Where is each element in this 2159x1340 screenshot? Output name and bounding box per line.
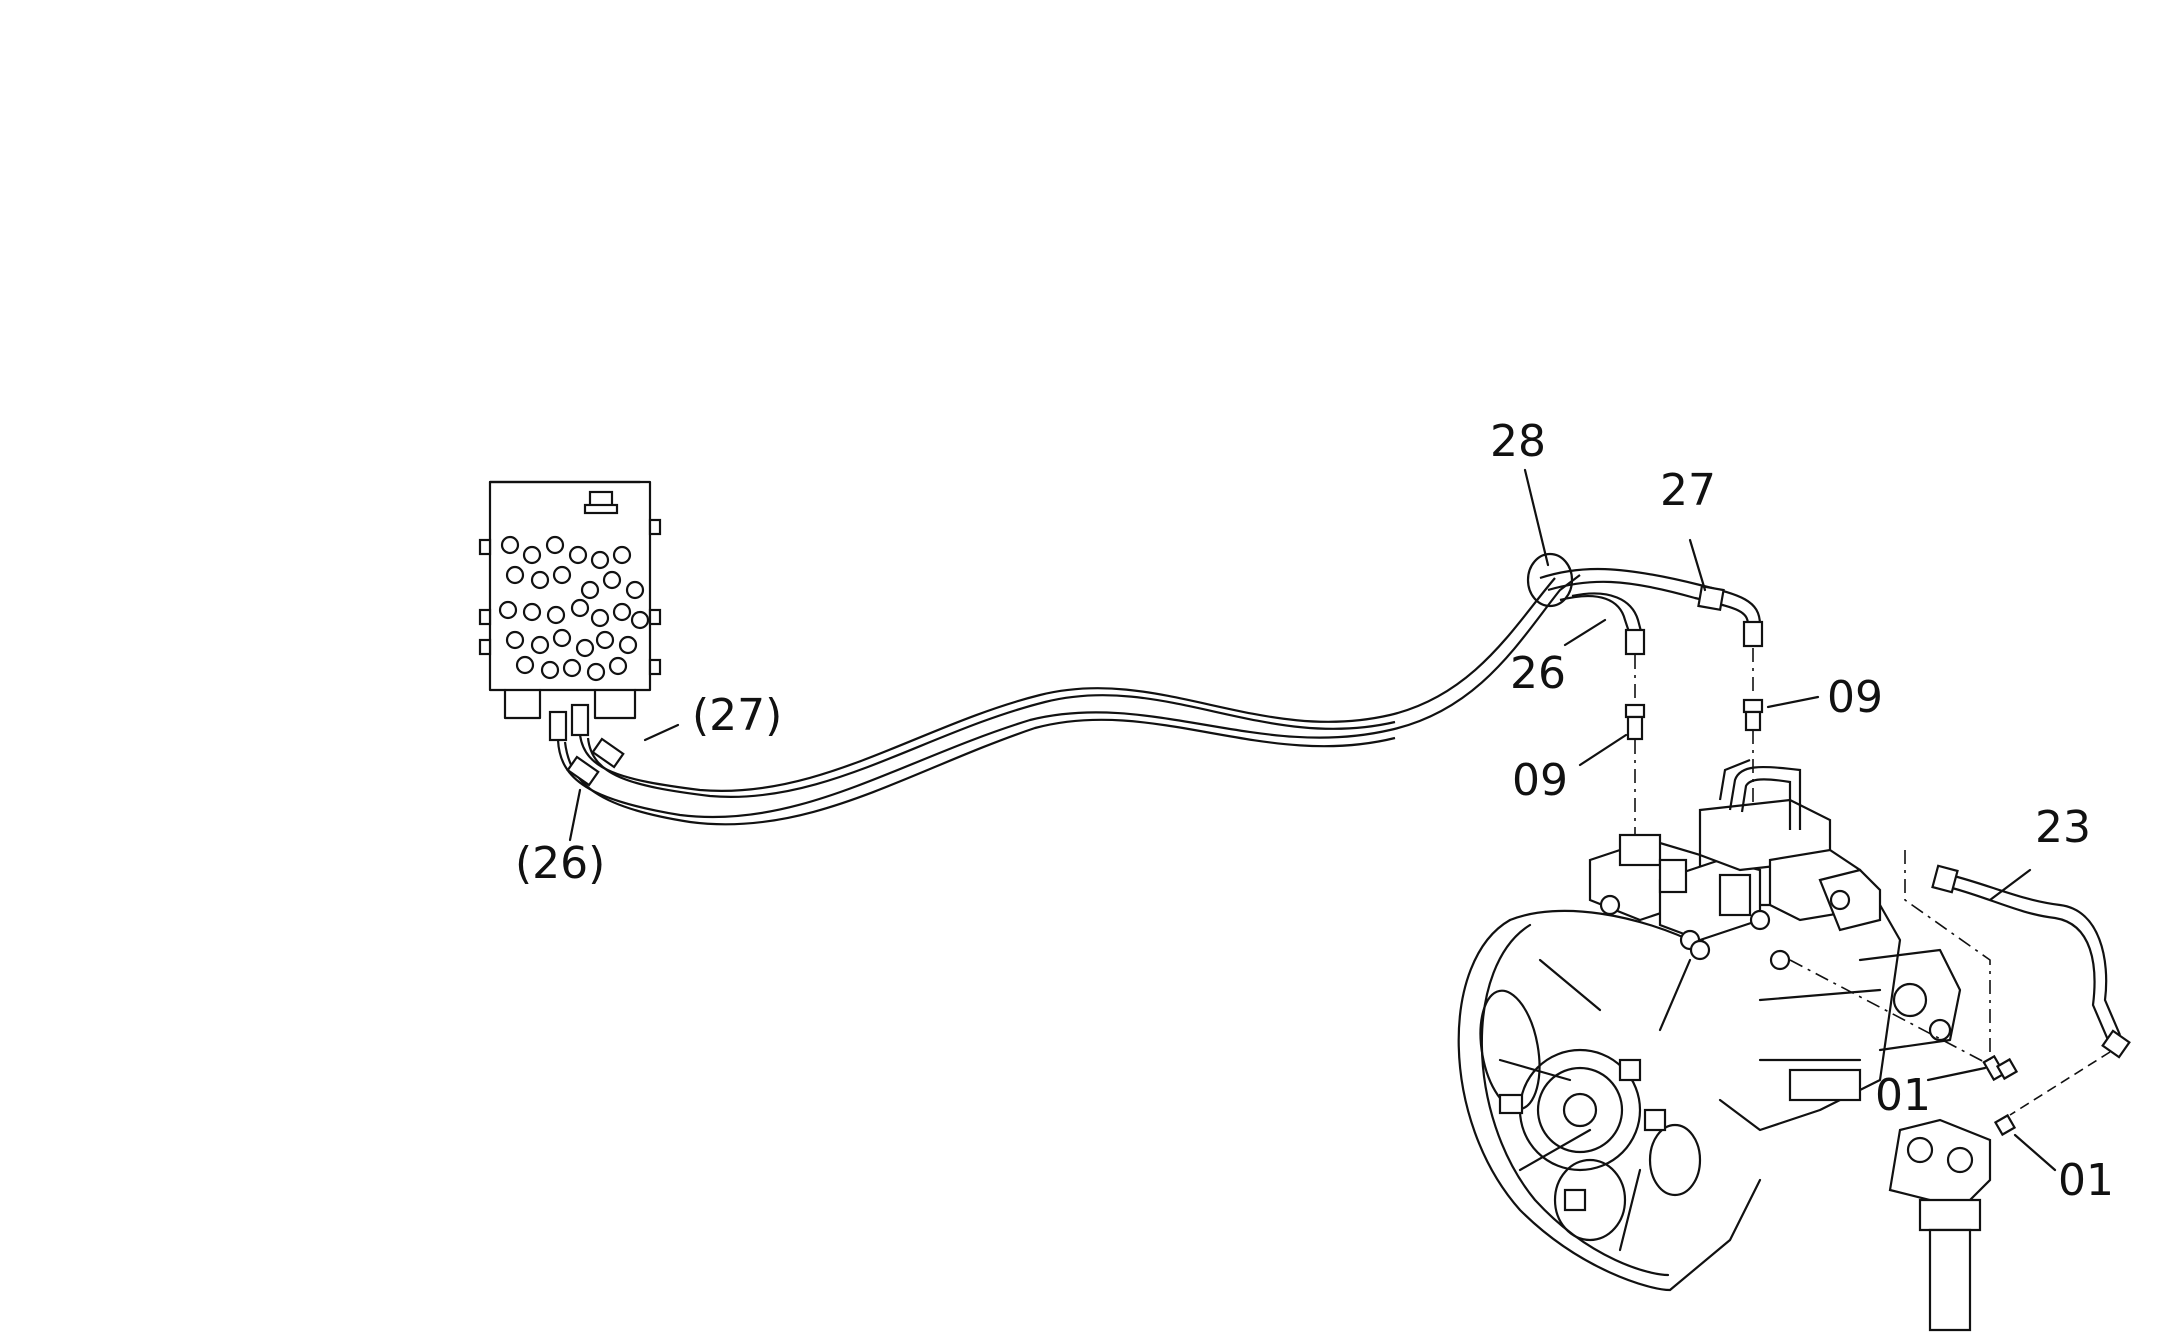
callout-01-right: 01 (2058, 1155, 2114, 1206)
leader-lines (568, 468, 2057, 1172)
callout-27-paren: (27) (692, 690, 782, 741)
hose-upper-right (1526, 552, 1764, 656)
callout-26-paren: (26) (515, 838, 605, 889)
fitting-01-left (1982, 1054, 2019, 1082)
fitting-09-left (1624, 703, 1646, 741)
callout-09-left: 09 (1512, 755, 1568, 806)
callout-09-right: 09 (1827, 672, 1883, 723)
hose-23 (1931, 864, 2131, 1116)
callout-23: 23 (2035, 802, 2091, 853)
pilot-hoses (556, 574, 1581, 826)
valve-fittings (498, 535, 650, 682)
hydraulic-pump-assembly (1457, 758, 1962, 1292)
filter-assembly (1888, 1113, 2017, 1332)
callout-01-left: 01 (1875, 1070, 1931, 1121)
guide-line-01 (1789, 959, 1991, 1066)
control-valve-block (478, 480, 662, 742)
guide-box-23 (1904, 850, 1991, 1060)
callout-26: 26 (1510, 648, 1566, 699)
fitting-09-right (1742, 698, 1764, 732)
callout-28: 28 (1490, 416, 1546, 467)
callout-27: 27 (1660, 465, 1716, 516)
